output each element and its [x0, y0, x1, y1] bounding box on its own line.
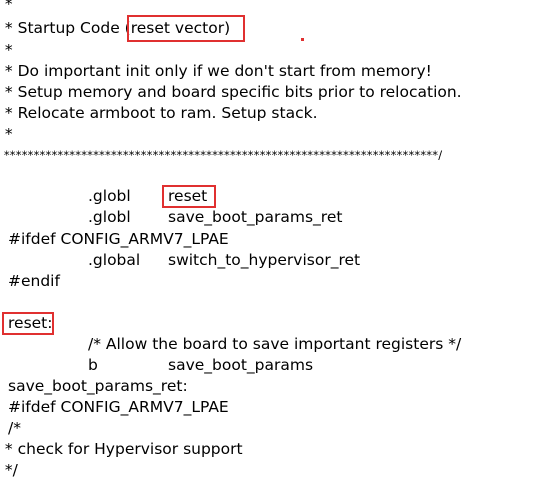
directive-globl: .globl — [88, 187, 131, 205]
comment-line: * Setup memory and board specific bits p… — [0, 83, 462, 101]
label-reset: reset: — [8, 314, 53, 332]
symbol-save-boot-params: save_boot_params — [168, 356, 314, 374]
comment-line: * Do important init only if we don't sta… — [0, 62, 432, 80]
comment-close: */ — [0, 461, 18, 479]
comment-allow-board: /* Allow the board to save important reg… — [88, 335, 462, 353]
comment-line: * — [0, 125, 13, 143]
comment-hypervisor: * check for Hypervisor support — [0, 440, 243, 458]
ifdef-line: #ifdef CONFIG_ARMV7_LPAE — [8, 230, 229, 248]
comment-line: * — [0, 0, 13, 13]
endif-line: #endif — [8, 272, 60, 290]
symbol-save-boot-params-ret: save_boot_params_ret — [168, 208, 343, 226]
red-dot-marker — [301, 38, 304, 41]
highlight-box-reset-label — [2, 312, 54, 335]
comment-open: /* — [8, 419, 21, 437]
reset-vector-text: (reset vector) — [124, 19, 231, 37]
directive-global: .global — [88, 251, 141, 269]
startup-code-text: * Startup Code — [0, 19, 125, 37]
symbol-switch-to-hypervisor-ret: switch_to_hypervisor_ret — [168, 251, 361, 269]
instruction-b: b — [88, 356, 98, 374]
highlight-box-reset-vector — [127, 15, 245, 42]
directive-globl: .globl — [88, 208, 131, 226]
comment-line: * — [0, 41, 13, 59]
comment-line: * Relocate armboot to ram. Setup stack. — [0, 104, 318, 122]
label-save-boot-params-ret: save_boot_params_ret: — [8, 377, 188, 395]
symbol-reset: reset — [168, 187, 208, 205]
comment-line-startup: * Startup Code (reset vector) — [0, 18, 230, 38]
comment-end-line: ****************************************… — [0, 148, 443, 162]
ifdef-line: #ifdef CONFIG_ARMV7_LPAE — [8, 398, 229, 416]
highlight-box-reset-symbol — [162, 185, 216, 208]
